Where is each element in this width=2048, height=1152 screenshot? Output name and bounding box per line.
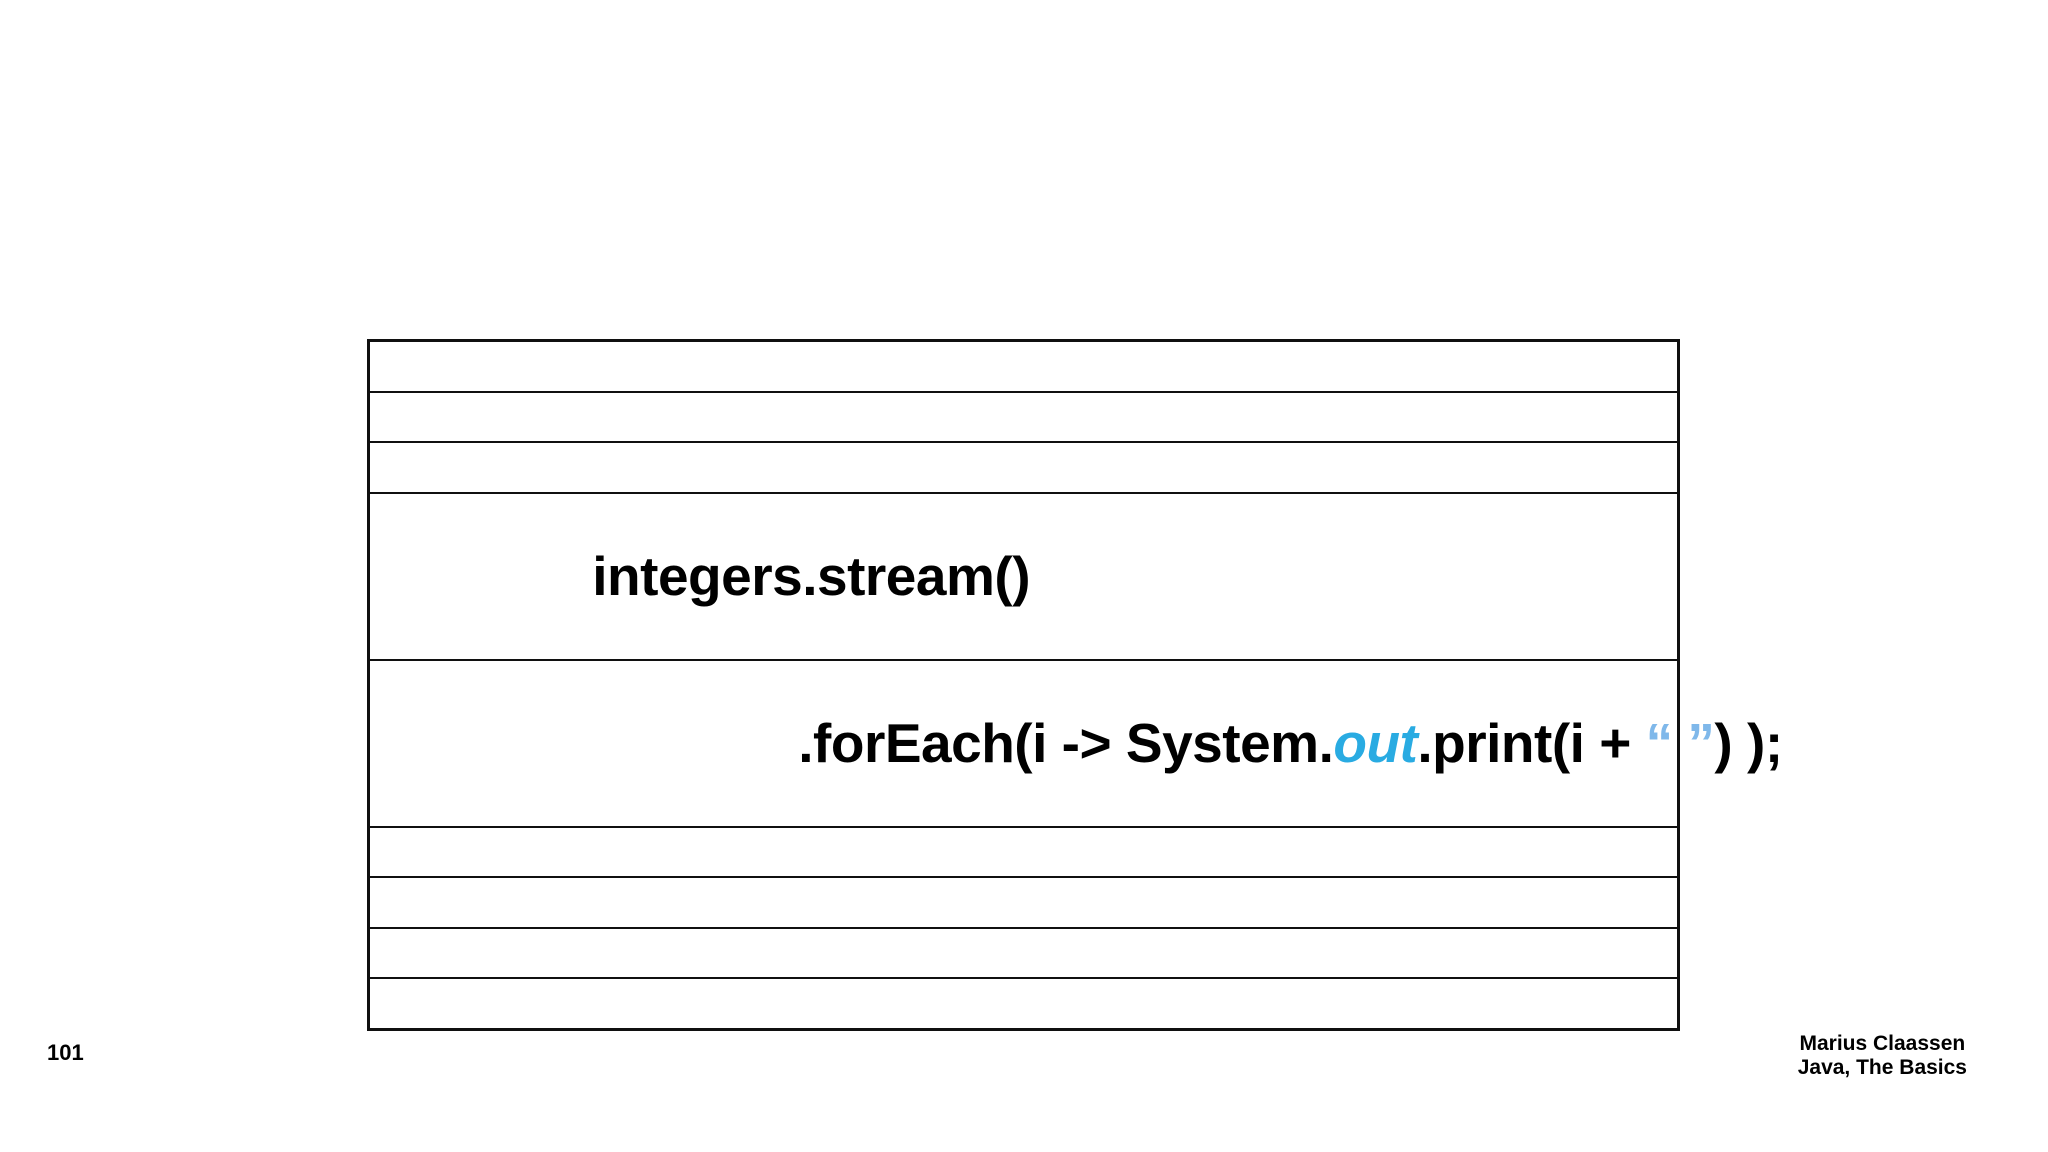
table-row-stream-code: integers.stream() xyxy=(370,494,1677,661)
code-line-foreach: .forEach(i -> System.out.print(i + “ ”) … xyxy=(370,661,1783,826)
table-row xyxy=(370,929,1677,980)
code-text-foreach-prefix: .forEach(i -> System. xyxy=(798,711,1334,774)
table-row xyxy=(370,393,1677,444)
credit-author: Marius Claassen xyxy=(1799,1032,1966,1055)
table-row xyxy=(370,443,1677,494)
code-text-foreach-suffix: ) ); xyxy=(1714,711,1783,774)
code-table: integers.stream() .forEach(i -> System.o… xyxy=(367,339,1783,1031)
code-line-stream: integers.stream() xyxy=(370,494,1030,659)
table-row xyxy=(370,979,1677,1028)
code-token-out: out xyxy=(1333,711,1418,774)
code-text-stream: integers.stream() xyxy=(592,544,1031,607)
table-row xyxy=(370,878,1677,929)
table-row-foreach-code: .forEach(i -> System.out.print(i + “ ”) … xyxy=(370,661,1783,828)
code-text-foreach-middle: .print(i + xyxy=(1417,711,1646,774)
code-token-string-quotes: “ ” xyxy=(1645,711,1715,774)
table-row xyxy=(370,342,1677,393)
credit-block: Marius Claassen Java, The Basics xyxy=(1798,1032,1967,1080)
table-row xyxy=(370,828,1677,879)
credit-course: Java, The Basics xyxy=(1797,1056,1967,1079)
page-number: 101 xyxy=(47,1040,84,1065)
